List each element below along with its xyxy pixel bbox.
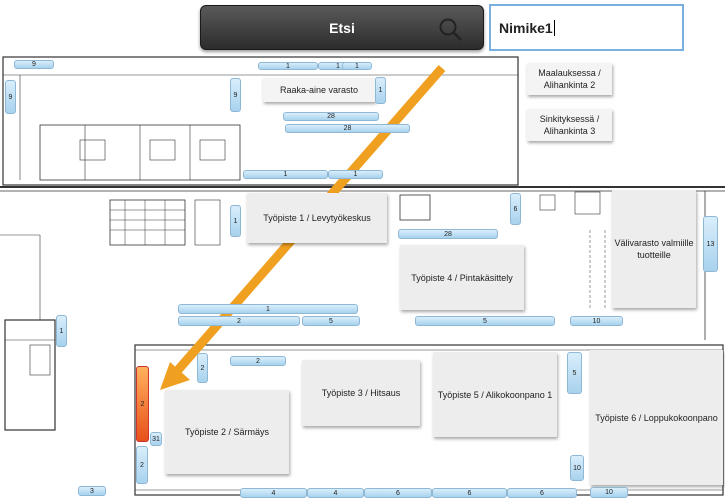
item-count-marker[interactable]: 13 [703,216,718,272]
area-workstation-3[interactable]: Työpiste 3 / Hitsaus [302,360,420,426]
item-count-marker[interactable]: 9 [230,78,241,112]
area-label: Työpiste 5 / Alikokoonpano 1 [437,389,553,400]
item-count-marker[interactable]: 5 [302,316,360,326]
area-workstation-1[interactable]: Työpiste 1 / Levytyökeskus [247,193,387,243]
search-button-label: Etsi [329,19,355,36]
area-label: Työpiste 1 / Levytyökeskus [263,213,371,223]
area-label: Työpiste 4 / Pintakäsittely [411,272,513,283]
item-count-marker[interactable]: 28 [285,124,410,133]
area-galvanizing-subcontract[interactable]: Sinkityksessä / Alihankinta 3 [527,109,612,141]
area-workstation-6[interactable]: Työpiste 6 / Loppukokoonpano [590,350,723,485]
area-label: Työpiste 3 / Hitsaus [321,388,401,398]
item-count-marker[interactable]: 1 [56,315,67,347]
item-count-marker[interactable]: 1 [258,62,318,70]
item-count-marker[interactable]: 2 [197,353,208,383]
item-count-marker[interactable]: 1 [375,77,386,104]
item-count-marker[interactable]: 28 [398,229,498,239]
item-count-marker[interactable]: 28 [283,112,379,121]
item-count-marker[interactable]: 9 [14,60,54,69]
item-count-marker[interactable]: 10 [570,455,584,481]
item-count-marker[interactable]: 1 [178,304,358,314]
item-count-marker[interactable]: 10 [590,487,628,498]
item-count-marker[interactable]: 6 [510,193,521,225]
text-caret [553,19,555,36]
area-label: Raaka-aine varasto [279,85,359,95]
area-label: Välivarasto valmiille tuotteille [614,238,694,260]
item-count-marker[interactable]: 1 [230,205,241,237]
item-count-marker[interactable]: 6 [364,488,432,498]
search-button[interactable]: Etsi [200,5,484,50]
area-workstation-5[interactable]: Työpiste 5 / Alikokoonpano 1 [433,352,557,437]
area-label: Sinkityksessä / Alihankinta 3 [539,114,600,136]
item-count-marker[interactable]: 1 [243,170,328,179]
item-count-marker[interactable]: 1 [328,170,383,179]
item-count-marker[interactable]: 5 [415,316,555,326]
area-label: Työpiste 6 / Loppukokoonpano [595,412,718,423]
search-input[interactable]: Nimike1 [489,4,684,51]
area-workstation-2[interactable]: Työpiste 2 / Särmäys [165,390,289,474]
item-count-marker[interactable]: 2 [136,446,148,484]
selected-item-marker[interactable]: 2 [136,366,149,442]
area-raw-material-storage[interactable]: Raaka-aine varasto [263,78,375,102]
item-count-marker[interactable]: 4 [307,488,364,498]
item-count-marker[interactable]: 2 [178,316,300,326]
area-intermediate-storage[interactable]: Välivarasto valmiille tuotteille [612,190,696,308]
item-count-marker[interactable]: 6 [432,488,507,498]
search-input-value: Nimike1 [499,19,553,36]
item-count-marker[interactable]: 4 [240,488,307,498]
item-count-marker[interactable]: 3 [78,486,106,496]
area-workstation-4[interactable]: Työpiste 4 / Pintakäsittely [400,245,524,310]
item-count-marker[interactable]: 1 [342,62,372,70]
item-count-marker[interactable]: 31 [150,432,162,446]
item-count-marker[interactable]: 6 [507,488,577,498]
area-label: Työpiste 2 / Särmäys [184,427,270,437]
search-icon [439,18,462,41]
item-count-marker[interactable]: 5 [567,352,582,394]
item-count-marker[interactable]: 10 [570,316,623,326]
item-count-marker[interactable]: 9 [5,80,16,114]
item-count-marker[interactable]: 2 [230,356,286,366]
area-label: Maalauksessa / Alihankinta 2 [538,68,601,90]
area-painting-subcontract[interactable]: Maalauksessa / Alihankinta 2 [527,63,612,95]
